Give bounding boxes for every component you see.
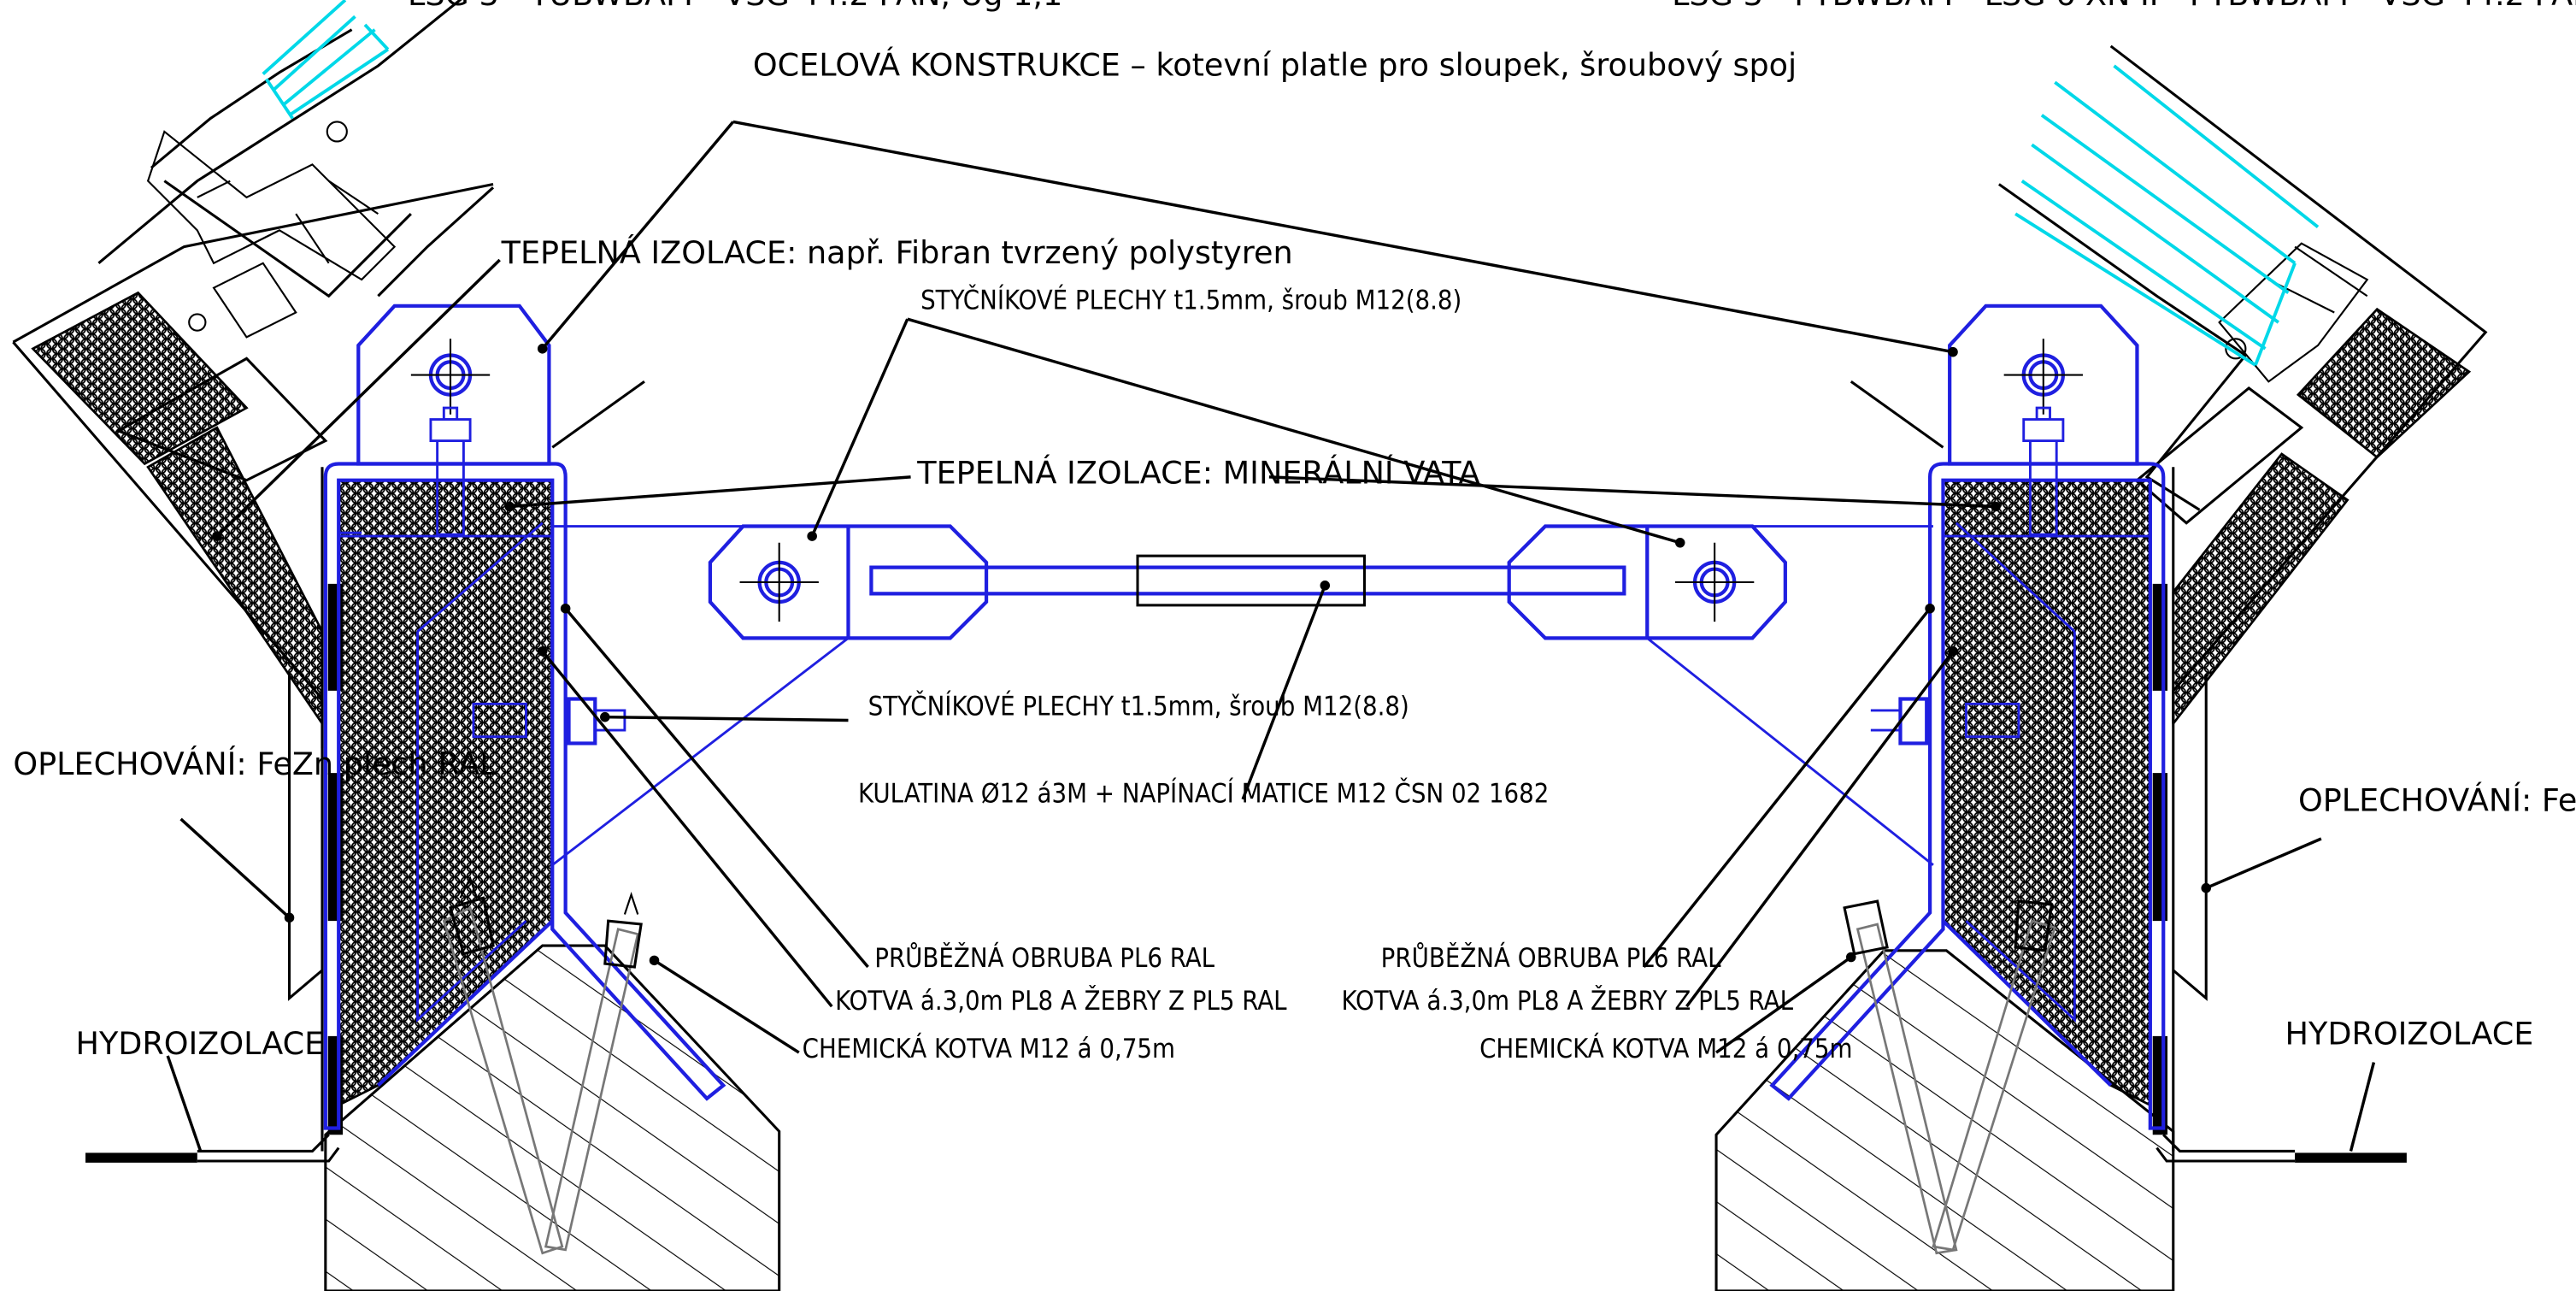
turnbuckle xyxy=(1136,554,1366,607)
glass-left xyxy=(262,0,390,120)
waterproofing-right xyxy=(2155,1134,2407,1163)
waterproofing-left xyxy=(85,1134,340,1163)
label-thermal-insulation-polystyrene: TEPELNÁ IZOLACE: např. Fibran tvrzený po… xyxy=(501,233,1293,271)
polystyrene-insulation-right xyxy=(2296,307,2472,459)
leader-lines xyxy=(166,120,2376,1152)
label-gusset-plates-mid: STYČNÍKOVÉ PLECHY t1.5mm, šroub M12(8.8) xyxy=(868,691,1409,722)
flashing-right xyxy=(2152,467,2208,1152)
steel-channel-right xyxy=(1769,462,2166,1130)
right-detail xyxy=(1714,44,2488,1291)
label-chemical-anchor-right: CHEMICKÁ KOTVA M12 á 0,75m xyxy=(1479,1034,1852,1064)
chemical-anchors-right xyxy=(1843,899,2056,1255)
label-waterproofing-left: HYDROIZOLACE xyxy=(75,1025,324,1062)
label-anchor-plate-left: KOTVA á.3,0m PL8 A ŽEBRY Z PL5 RAL xyxy=(835,986,1287,1017)
glass-right xyxy=(2014,64,2320,367)
label-edge-flange-right: PRŮBĚŽNÁ OBRUBA PL6 RAL xyxy=(1381,942,1721,974)
header-left-fragment: LSG 3 - TUBWBAFI - VSG 44.2 PAN, Ug 1,1 xyxy=(408,0,1062,13)
label-thermal-insulation-mineral: TEPELNÁ IZOLACE: MINERÁLNÍ VATA xyxy=(916,454,1479,492)
flashing-left xyxy=(287,467,344,1152)
label-flashing-left: OPLECHOVÁNÍ: FeZn plech RAL xyxy=(13,745,497,782)
label-round-bar: KULATINA Ø12 á3M + NAPÍNACÍ MATICE M12 Č… xyxy=(858,778,1549,810)
label-chemical-anchor-left: CHEMICKÁ KOTVA M12 á 0,75m xyxy=(803,1034,1175,1064)
gusset-plate-left xyxy=(708,524,989,640)
header-right-fragment: LSG 3 - PTBWBAFI - LSG 6 XN II - PTBWBAF… xyxy=(1672,0,2576,13)
polystyrene-insulation-left-lower xyxy=(146,426,324,728)
label-anchor-plate-right: KOTVA á.3,0m PL8 A ŽEBRY Z PL5 RAL xyxy=(1342,986,1794,1017)
gusset-plate-right xyxy=(1507,524,1787,640)
label-steel-structure: OCELOVÁ KONSTRUKCE – kotevní platle pro … xyxy=(753,46,1797,84)
anchor-plate-left xyxy=(356,304,551,536)
label-flashing-right: OPLECHOVÁNÍ: FeZn plech RAL xyxy=(2298,781,2576,818)
round-bar xyxy=(869,565,1626,596)
steel-channel-left xyxy=(323,462,726,1130)
label-waterproofing-right: HYDROIZOLACE xyxy=(2285,1015,2534,1052)
anchor-plate-right xyxy=(1948,304,2139,536)
polystyrene-insulation-left xyxy=(31,291,249,466)
label-edge-flange-left: PRŮBĚŽNÁ OBRUBA PL6 RAL xyxy=(874,942,1214,974)
annotation-labels: OCELOVÁ KONSTRUKCE – kotevní platle pro … xyxy=(13,46,2576,1064)
tie-rod-assembly xyxy=(551,524,1934,866)
chemical-anchors-left xyxy=(442,875,643,1255)
label-gusset-plates-top: STYČNÍKOVÉ PLECHY t1.5mm, šroub M12(8.8) xyxy=(920,285,1461,316)
side-bolt-left xyxy=(472,697,626,746)
left-detail xyxy=(12,0,781,1291)
